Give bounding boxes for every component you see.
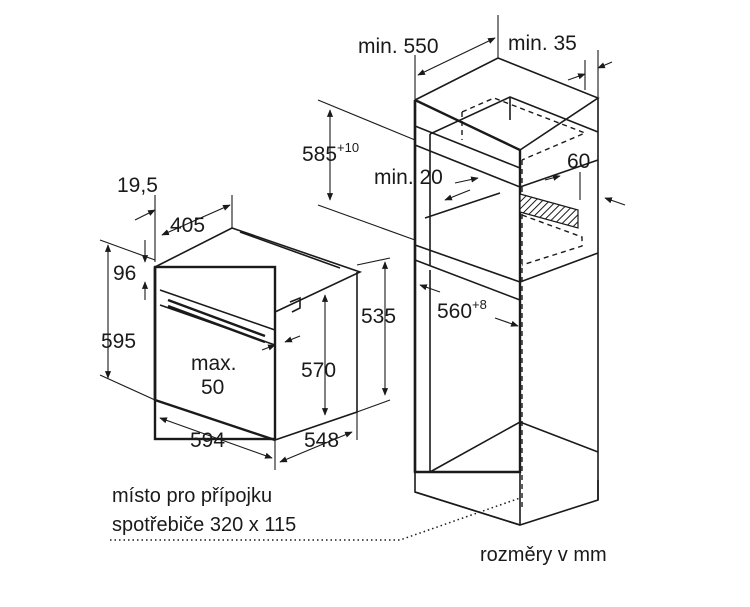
connection-note-line1: místo pro přípojku xyxy=(112,485,272,507)
dim-570: 570 xyxy=(301,359,336,382)
svg-text:585+10: 585+10 xyxy=(302,140,359,166)
dimension-lines xyxy=(99,15,626,541)
dim-535: 535 xyxy=(361,305,396,328)
dim-60: 60 xyxy=(567,150,590,173)
dim-585-tolerance: +10 xyxy=(337,140,359,155)
dim-96: 96 xyxy=(113,262,136,285)
dim-595: 595 xyxy=(101,330,136,353)
dim-max-value: 50 xyxy=(201,376,224,399)
dim-594: 594 xyxy=(190,429,225,452)
oven xyxy=(153,227,363,442)
dim-min-35: min. 35 xyxy=(508,32,577,55)
cabinet xyxy=(413,57,600,526)
dim-585: 585 xyxy=(302,143,337,166)
dim-19-5: 19,5 xyxy=(117,174,158,197)
svg-text:560+8: 560+8 xyxy=(437,297,487,323)
dim-548: 548 xyxy=(304,429,339,452)
dimension-labels: min. 550 min. 35 585+10 min. 20 60 19,5 … xyxy=(101,32,590,452)
dim-560: 560 xyxy=(437,300,472,323)
notes: místo pro přípojku spotřebiče 320 x 115 … xyxy=(112,485,607,566)
units-note: rozměry v mm xyxy=(480,544,607,566)
dim-max-label: max. xyxy=(191,352,237,375)
dim-560-tolerance: +8 xyxy=(472,297,487,312)
dim-min-20: min. 20 xyxy=(374,166,443,189)
connection-note-line2: spotřebiče 320 x 115 xyxy=(112,514,296,536)
dim-min-550: min. 550 xyxy=(358,35,439,58)
dim-405: 405 xyxy=(170,214,205,237)
